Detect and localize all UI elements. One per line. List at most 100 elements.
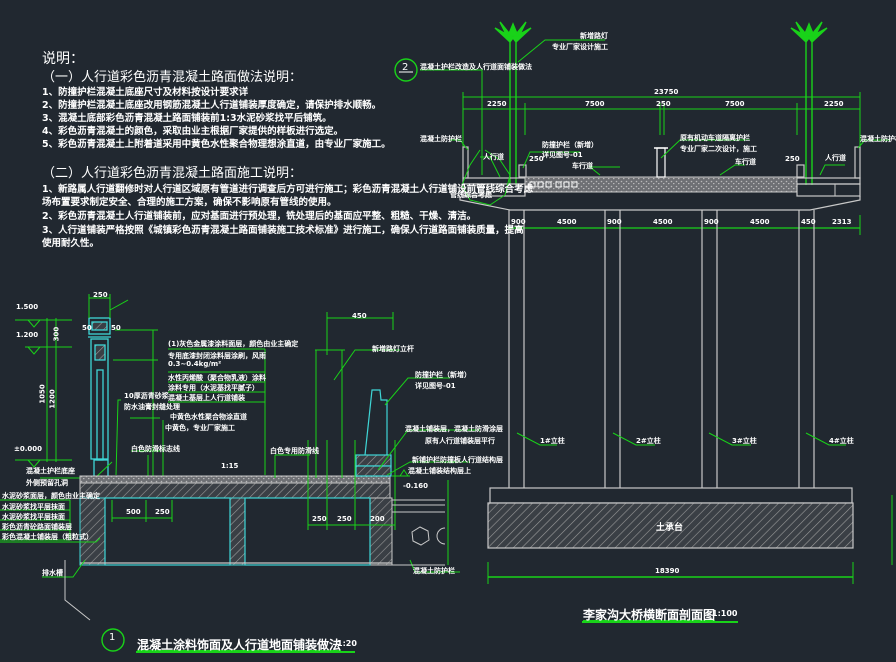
section-2-item: 2、彩色沥青混凝土人行道铺装前，应对基面进行预处理，铣处理后的基面应平整、粗糙、… bbox=[42, 211, 477, 222]
bridge-label: 人行道 bbox=[483, 153, 504, 161]
layer-label: 新铺护栏防撞板人行道结构层 bbox=[412, 456, 503, 464]
dim-label: 1050 bbox=[38, 384, 47, 404]
crash-barrier bbox=[355, 389, 392, 477]
dim-label: 250 bbox=[337, 515, 352, 523]
bridge-label: 车行道 bbox=[572, 162, 593, 170]
pier-dim: 900 bbox=[511, 218, 526, 226]
pier-dim: 4500 bbox=[557, 218, 577, 226]
pier-label: 4#立柱 bbox=[829, 437, 854, 445]
dim-label: 250 bbox=[155, 508, 170, 516]
layer-label: 新增路灯立杆 bbox=[372, 345, 414, 353]
layer-label: 水泥砂浆面层，颜色由业主确定 bbox=[2, 492, 100, 500]
layer-label: 防撞护栏（新增） bbox=[415, 371, 471, 379]
layer-label: 彩色沥青砼路面铺装层 bbox=[2, 523, 72, 531]
bridge-label: 专业厂家二次设计，施工 bbox=[680, 145, 757, 153]
bridge-label: 车行道 bbox=[735, 158, 756, 166]
dim-label: 1200 bbox=[48, 389, 57, 409]
pier-label: 1#立柱 bbox=[540, 437, 565, 445]
detail-one-drawing bbox=[0, 294, 893, 653]
elevation-label: 1.200 bbox=[16, 331, 39, 339]
layer-label: 10厚沥青砂浆 bbox=[124, 392, 169, 400]
bridge-caption-scale: 1:100 bbox=[712, 609, 738, 618]
layer-label: 水性丙烯酸（聚合物乳液）涂料 bbox=[168, 374, 266, 382]
layer-label: 防水油膏封缝处理 bbox=[124, 403, 180, 411]
dim-label: 50 bbox=[111, 324, 121, 332]
section-1-item: 1、防撞护栏混凝土底座尺寸及材料按设计要求详 bbox=[42, 87, 249, 98]
dim-label: 1:15 bbox=[221, 462, 239, 470]
layer-label: 详见图号-01 bbox=[415, 382, 456, 390]
layer-label: 排水槽 bbox=[42, 569, 63, 577]
layer-label: 中黄色，专业厂家施工 bbox=[165, 424, 235, 432]
dim-total: 23750 bbox=[654, 88, 679, 96]
foundation-hatch bbox=[487, 502, 854, 549]
section-2-item: 场布置要求制定安全、合理的施工方案，确保不影响原有管线的使用。 bbox=[42, 197, 337, 208]
dim-label: 250 bbox=[93, 291, 108, 299]
layer-label: 原有人行道铺装层平行 bbox=[425, 437, 495, 445]
section-2-item: 使用耐久性。 bbox=[42, 238, 100, 249]
pier-dim: 2313 bbox=[832, 218, 852, 226]
pier-dim: 4500 bbox=[750, 218, 770, 226]
section-1-item: 2、防撞护栏混凝土底座改用钢筋混凝土人行道铺装厚度确定，请保护排水顺畅。 bbox=[42, 100, 382, 111]
layer-label: 混凝土防护栏 bbox=[413, 567, 455, 575]
layer-label: 白色专用防滑线 bbox=[270, 447, 319, 455]
notes-title: 说明： bbox=[42, 51, 84, 67]
pipe-box bbox=[392, 499, 446, 566]
bridge-label: 人行道 bbox=[825, 154, 846, 162]
bridge-label: 混凝土防护栏 bbox=[860, 135, 896, 143]
pier-dim: 900 bbox=[704, 218, 719, 226]
lamp-note-1: 新增路灯 bbox=[580, 32, 608, 40]
foundation-label: 土承台 bbox=[656, 523, 684, 533]
section-2-item: 3、人行道铺装严格按照《城镇彩色沥青混凝土路面铺装施工技术标准》进行施工，确保人… bbox=[42, 225, 524, 236]
dim-label: 300 bbox=[52, 326, 61, 342]
bridge-cross-section bbox=[394, 21, 890, 623]
bridge-label: 原有机动车道隔离护栏 bbox=[680, 134, 750, 142]
bottom-dim: 18390 bbox=[655, 567, 680, 575]
pier-dim: 900 bbox=[607, 218, 622, 226]
layer-label: -0.160 bbox=[403, 482, 429, 490]
detail-1-symbol-circle bbox=[101, 628, 125, 652]
elevation-label: 1.500 bbox=[16, 303, 39, 311]
pier-dim: 450 bbox=[801, 218, 816, 226]
section-1-item: 5、彩色沥青混凝土上附着道采用中黄色水性聚合物理想涂直道，由专业厂家施工。 bbox=[42, 139, 391, 150]
dim-label: 500 bbox=[126, 508, 141, 516]
layer-label: 涂料专用（水泥基找平腻子） bbox=[168, 384, 259, 392]
pier-label: 3#立柱 bbox=[732, 437, 757, 445]
detail-2-symbol-number: 2 bbox=[402, 62, 409, 73]
bridge-label: 详见图号-01 bbox=[542, 151, 583, 159]
lamp-note-2: 专业厂家设计施工 bbox=[552, 43, 608, 51]
bridge-dim: 250 bbox=[529, 155, 544, 163]
dim-part: 7500 bbox=[725, 100, 745, 108]
bridge-caption: 李家沟大桥横断面剖面图 bbox=[583, 608, 716, 622]
bridge-label: 混凝土防护栏 bbox=[420, 135, 462, 143]
bridge-label: 防撞护栏（新增） bbox=[542, 141, 598, 149]
elevation-label: ±0.000 bbox=[14, 445, 43, 453]
layer-label: 水泥砂浆找平层抹面 bbox=[2, 503, 65, 511]
dim-label: 450 bbox=[352, 312, 367, 320]
layer-label: 专用底漆封闭涂料层涂刷，风雨 bbox=[168, 352, 266, 360]
section-2-item: 1、新路属人行道翻修时对人行道区域原有管道进行调查后方可进行施工；彩色沥青混凝土… bbox=[42, 184, 534, 195]
detail-1-caption-scale: 1:20 bbox=[337, 639, 357, 648]
layer-label: 0.3~0.4kg/m² bbox=[168, 360, 222, 368]
section-1-item: 4、彩色沥青混凝土的颜色，采取由业主根据厂家提供的样板进行选定。 bbox=[42, 126, 344, 137]
guardrail-post bbox=[88, 317, 111, 481]
dim-label: 250 bbox=[312, 515, 327, 523]
detail-1-caption: 混凝土涂料饰面及人行道地面铺装做法 bbox=[137, 638, 342, 652]
layer-label: 混凝土铺装结构层上 bbox=[408, 467, 471, 475]
section-2-heading: （二）人行道彩色沥青混凝土路面施工说明： bbox=[42, 166, 303, 181]
pier-label: 2#立柱 bbox=[636, 437, 661, 445]
section-1-heading: （一）人行道彩色沥青混凝土路面做法说明： bbox=[42, 70, 303, 85]
layer-label: 外侧预留孔洞 bbox=[26, 479, 68, 487]
layer-label: 白色防滑标志线 bbox=[131, 445, 180, 453]
detail-1-symbol-number: 1 bbox=[109, 632, 116, 643]
layer-label: (1)灰色金属漆涂料面层，颜色由业主确定 bbox=[168, 340, 299, 348]
layer-label: 混凝土铺装层，混凝土防滑涂层 bbox=[405, 425, 503, 433]
dim-part: 250 bbox=[656, 100, 671, 108]
layer-label: 彩色混凝土铺装层（粗粒式） bbox=[2, 533, 93, 541]
dim-part: 2250 bbox=[487, 100, 507, 108]
lamp-pole-left bbox=[494, 21, 532, 185]
section-1-item: 3、混凝土底部彩色沥青混凝土路面铺装前1:3水泥砂浆找平后铺筑。 bbox=[42, 113, 332, 124]
layer-label: 中黄色水性聚合物涂直道 bbox=[170, 413, 247, 421]
layer-label: 混凝土护栏底座 bbox=[26, 467, 75, 475]
dim-label: 200 bbox=[370, 515, 385, 523]
